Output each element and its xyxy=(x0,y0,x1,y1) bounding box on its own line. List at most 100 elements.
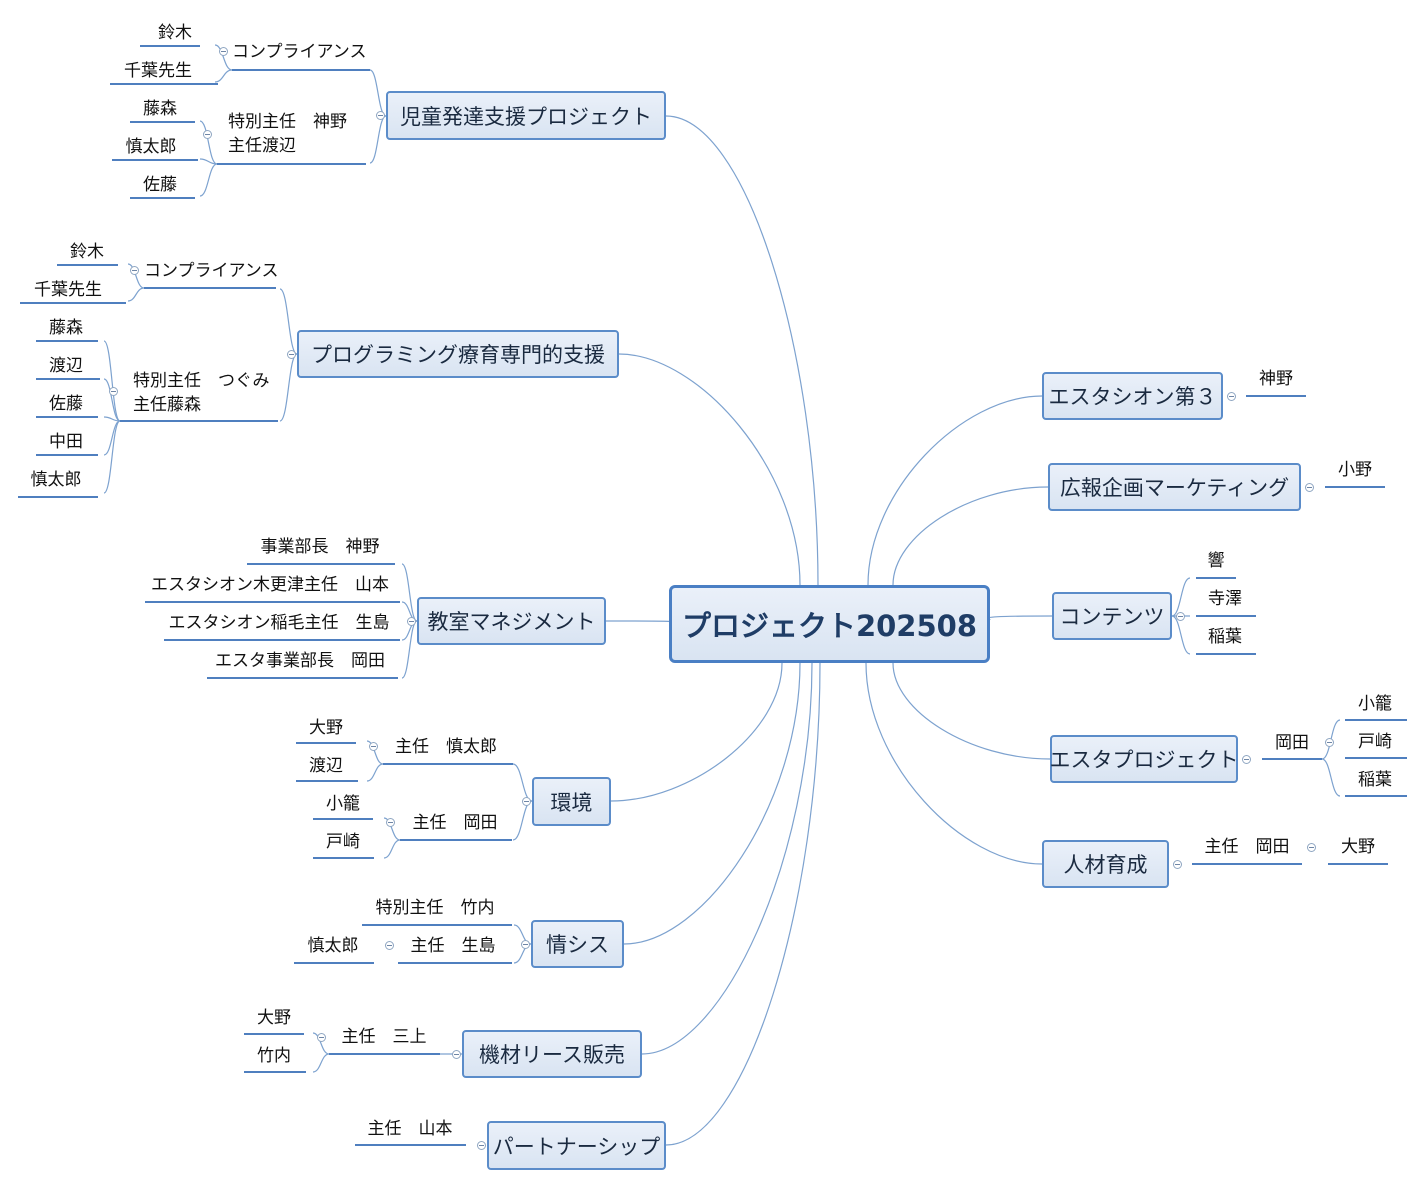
branch-connector xyxy=(865,662,1043,865)
connector xyxy=(103,420,121,456)
topic-joshis[interactable]: 情シス xyxy=(531,920,624,968)
collapse-toggle-icon[interactable] xyxy=(1242,755,1251,764)
leaf-sato[interactable]: 佐藤 xyxy=(143,175,177,195)
collapse-toggle-icon[interactable] xyxy=(219,47,228,56)
collapse-toggle-icon[interactable] xyxy=(1176,612,1185,621)
leaf-tozaki[interactable]: 戸崎 xyxy=(326,832,360,852)
connector xyxy=(1171,577,1191,617)
collapse-toggle-icon[interactable] xyxy=(109,387,118,396)
collapse-toggle-icon[interactable] xyxy=(1307,843,1316,852)
leaf-watanabe[interactable]: 渡辺 xyxy=(49,356,83,376)
leaf-tokubetsu-shunin[interactable]: 特別主任 つぐみ 主任藤森 xyxy=(133,371,270,415)
branch-connector xyxy=(610,662,783,802)
connector xyxy=(199,120,218,165)
collapse-toggle-icon[interactable] xyxy=(369,742,378,751)
leaf-compliance[interactable]: コンプライアンス xyxy=(144,261,279,281)
leaf-shunin-okada[interactable]: 主任 岡田 xyxy=(1204,837,1290,857)
collapse-toggle-icon[interactable] xyxy=(203,130,212,139)
collapse-toggle-icon[interactable] xyxy=(452,1050,461,1059)
topic-kankyo[interactable]: 環境 xyxy=(532,777,611,826)
topic-programming[interactable]: プログラミング療育専門的支援 xyxy=(297,330,619,378)
connector xyxy=(199,158,218,165)
leaf-inaba[interactable]: 稲葉 xyxy=(1358,770,1392,790)
connector xyxy=(279,288,298,355)
collapse-toggle-icon[interactable] xyxy=(1325,738,1334,747)
topic-contents[interactable]: コンテンツ xyxy=(1052,592,1172,640)
connector xyxy=(369,115,387,164)
collapse-toggle-icon[interactable] xyxy=(130,266,139,275)
leaf-sato[interactable]: 佐藤 xyxy=(49,394,83,414)
leaf-tozaki[interactable]: 戸崎 xyxy=(1358,732,1392,752)
leaf-inaba[interactable]: 稲葉 xyxy=(1208,627,1242,647)
leaf-inage[interactable]: エスタシオン稲毛主任 生島 xyxy=(168,613,390,633)
collapse-toggle-icon[interactable] xyxy=(386,818,395,827)
leaf-shunin-yamamoto[interactable]: 主任 山本 xyxy=(367,1119,453,1139)
leaf-tokubetsu-takeuchi[interactable]: 特別主任 竹内 xyxy=(375,898,495,918)
leaf-esta-jigyobucho[interactable]: エスタ事業部長 岡田 xyxy=(215,651,385,671)
leaf-shintaro[interactable]: 慎太郎 xyxy=(30,470,82,490)
topic-esta-project[interactable]: エスタプロジェクト xyxy=(1050,735,1239,783)
central-topic[interactable]: プロジェクト202508 xyxy=(669,585,990,663)
leaf-kago[interactable]: 小籠 xyxy=(326,794,360,814)
leaf-shunin-mikami[interactable]: 主任 三上 xyxy=(341,1027,427,1047)
leaf-jigyobucho[interactable]: 事業部長 神野 xyxy=(260,537,380,557)
leaf-suzuki[interactable]: 鈴木 xyxy=(70,242,104,262)
topic-kizai[interactable]: 機材リース販売 xyxy=(462,1030,642,1078)
connector xyxy=(512,800,533,841)
leaf-suzuki[interactable]: 鈴木 xyxy=(158,23,192,43)
leaf-ono[interactable]: 大野 xyxy=(257,1008,291,1028)
collapse-toggle-icon[interactable] xyxy=(1305,483,1314,492)
leaf-kisarazu[interactable]: エスタシオン木更津主任 山本 xyxy=(151,575,389,595)
collapse-toggle-icon[interactable] xyxy=(317,1033,326,1042)
branch-connector xyxy=(665,662,821,1146)
leaf-okada[interactable]: 岡田 xyxy=(1275,733,1309,753)
leaf-takeuchi[interactable]: 竹内 xyxy=(257,1046,291,1066)
leaf-shintaro[interactable]: 慎太郎 xyxy=(125,137,177,157)
leaf-compliance[interactable]: コンプライアンス xyxy=(232,42,367,62)
collapse-toggle-icon[interactable] xyxy=(477,1141,486,1150)
topic-partner[interactable]: パートナーシップ xyxy=(487,1121,666,1170)
collapse-toggle-icon[interactable] xyxy=(1173,860,1182,869)
connector xyxy=(512,763,533,802)
branch-connector xyxy=(605,620,672,623)
collapse-toggle-icon[interactable] xyxy=(522,797,531,806)
branch-connector xyxy=(641,662,813,1055)
topic-estacion3[interactable]: エスタシオン第３ xyxy=(1042,372,1223,420)
leaf-nakata[interactable]: 中田 xyxy=(49,432,83,452)
leaf-shunin-okada[interactable]: 主任 岡田 xyxy=(412,813,498,833)
leaf-chiba[interactable]: 千葉先生 xyxy=(34,280,102,300)
leaf-tokubetsu-shunin[interactable]: 特別主任 神野 主任渡辺 xyxy=(228,112,347,156)
leaf-shunin-shintaro[interactable]: 主任 慎太郎 xyxy=(395,737,497,757)
branch-connector xyxy=(987,615,1053,621)
leaf-shunin-ikushima[interactable]: 主任 生島 xyxy=(410,936,496,956)
collapse-toggle-icon[interactable] xyxy=(376,111,385,120)
collapse-toggle-icon[interactable] xyxy=(1227,392,1236,401)
leaf-ono[interactable]: 大野 xyxy=(1341,837,1375,857)
leaf-ono[interactable]: 大野 xyxy=(309,718,343,738)
leaf-fujimori[interactable]: 藤森 xyxy=(143,99,177,119)
connector xyxy=(103,416,121,422)
leaf-ono[interactable]: 小野 xyxy=(1338,460,1372,480)
leaf-chiba[interactable]: 千葉先生 xyxy=(124,61,192,81)
collapse-toggle-icon[interactable] xyxy=(287,350,296,359)
topic-jinzai[interactable]: 人材育成 xyxy=(1042,840,1169,888)
leaf-hibiki[interactable]: 響 xyxy=(1207,551,1225,571)
leaf-fujimori[interactable]: 藤森 xyxy=(49,318,83,338)
leaf-terasawa[interactable]: 寺澤 xyxy=(1208,589,1242,609)
topic-kyoshitsu[interactable]: 教室マネジメント xyxy=(417,597,606,645)
leaf-jinno[interactable]: 神野 xyxy=(1259,369,1293,389)
topic-koho[interactable]: 広報企画マーケティング xyxy=(1048,463,1301,511)
leaf-shintaro[interactable]: 慎太郎 xyxy=(307,936,359,956)
connector xyxy=(312,1032,330,1055)
collapse-toggle-icon[interactable] xyxy=(407,617,416,626)
collapse-toggle-icon[interactable] xyxy=(521,940,530,949)
leaf-kago[interactable]: 小籠 xyxy=(1358,694,1392,714)
connector xyxy=(214,44,233,71)
branch-connector xyxy=(867,395,1043,586)
collapse-toggle-icon[interactable] xyxy=(385,941,394,950)
connector xyxy=(127,287,145,302)
topic-jido[interactable]: 児童発達支援プロジェクト xyxy=(386,91,666,140)
leaf-watanabe[interactable]: 渡辺 xyxy=(309,756,343,776)
